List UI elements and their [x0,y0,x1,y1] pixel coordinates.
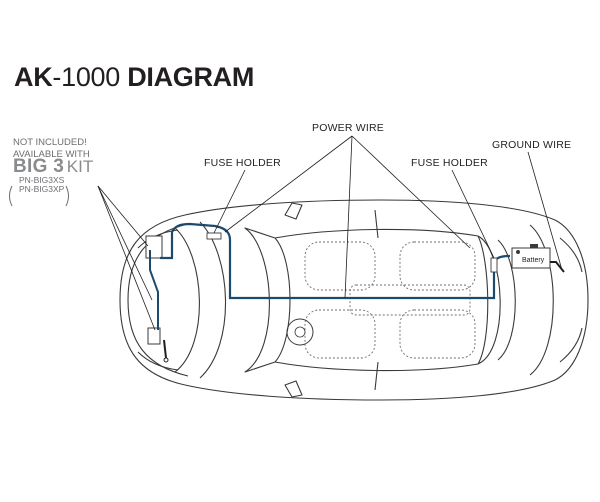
note-big3: BIG 3 [13,156,65,177]
note-line2: AVAILABLE WITH [13,149,90,160]
note-pn2: PN-BIG3XP [19,184,65,194]
power-wire-label: POWER WIRE [312,122,384,134]
ground-wire [550,261,565,273]
title-word: DIAGRAM [127,62,255,92]
battery-label: Battery [522,257,545,264]
title-sep: - [52,62,62,92]
rear-window [477,235,501,365]
fuse-holder-left-icon [206,232,222,240]
front-ground-wire [163,339,167,359]
fuse-holder-right-icon [490,257,498,273]
leader-lines [97,135,563,331]
diagram-title: AK-1000 DIAGRAM [14,62,254,93]
note-pn1: PN-BIG3XS [19,175,65,185]
fuse-holder-right-label: FUSE HOLDER [411,157,488,169]
seat-rear-left [399,241,476,291]
pn-right-paren [65,185,69,207]
battery-icon [511,244,551,269]
seat-rear-right [399,309,476,359]
hood-line [174,227,200,373]
trunk-line [529,224,554,376]
big3-note: NOT INCLUDED! AVAILABLE WITH BIG 3 KIT P… [13,137,93,194]
ground-wire-label: GROUND WIRE [492,139,572,151]
title-number: 1000 [61,62,120,92]
pn-left-paren [9,185,13,207]
interior-seats [304,241,476,359]
note-line1: NOT INCLUDED! [13,137,87,148]
seat-front-right [304,309,376,359]
alternator-icon [145,235,163,259]
car-outline [119,199,589,401]
fuse-holder-left-label: FUSE HOLDER [204,157,281,169]
mirror-bottom [284,380,303,398]
car-body [119,199,589,401]
steering-wheel-icon [286,318,314,346]
engine-block-icon [147,327,161,345]
note-kit: KIT [66,157,94,176]
big3-wire [149,250,159,330]
roof [274,228,489,372]
title-brand: AK [14,62,53,92]
windshield [244,227,291,373]
center-console [349,284,471,316]
mirror-top [284,202,303,220]
seat-front-left [304,241,376,291]
